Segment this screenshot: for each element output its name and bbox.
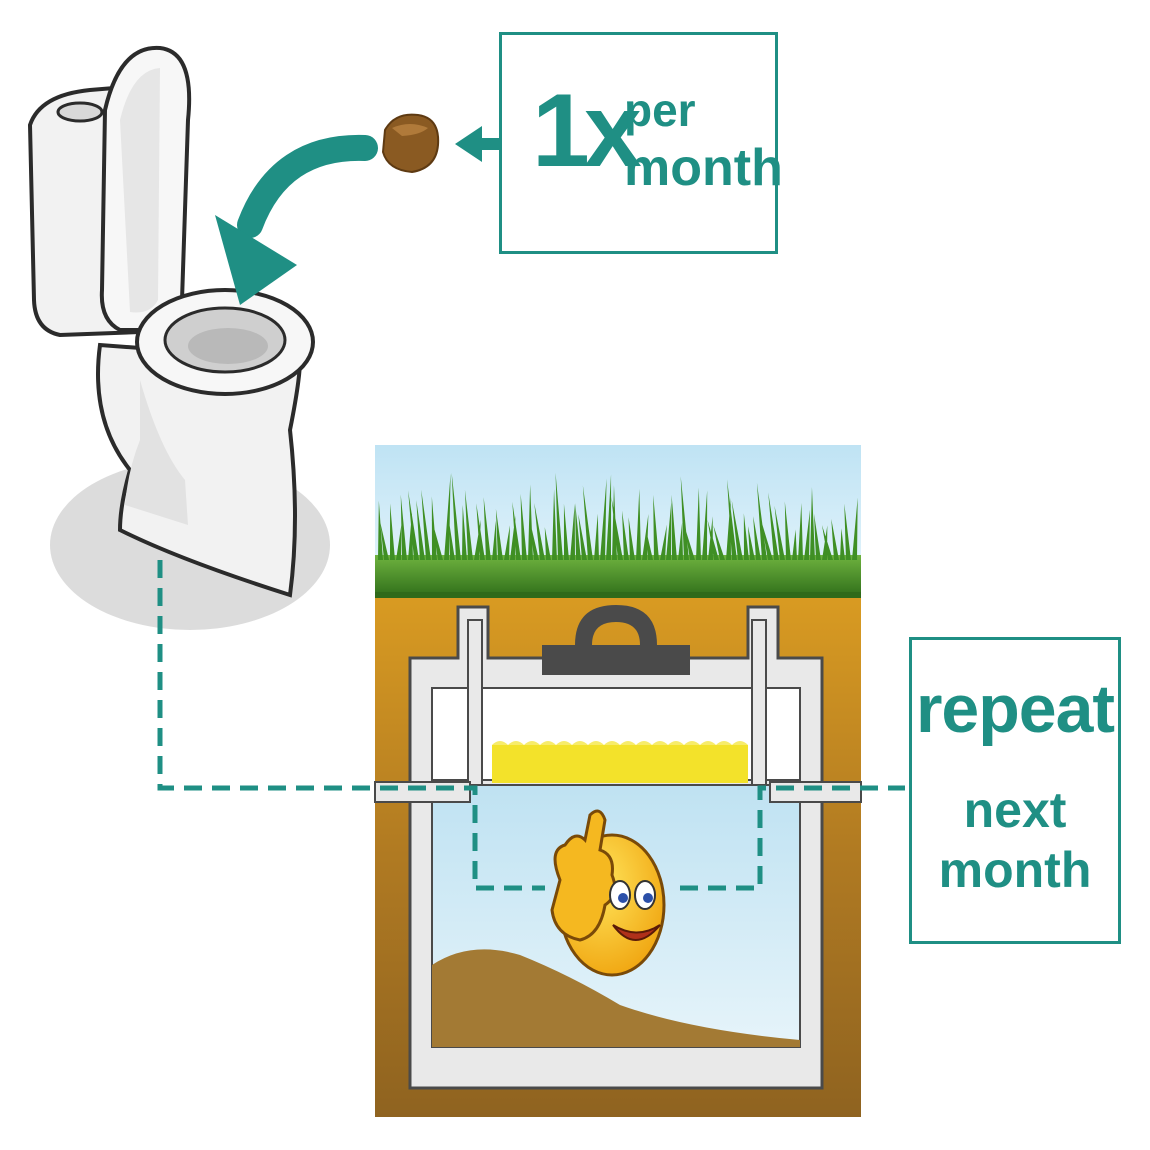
tablet-icon — [381, 113, 440, 174]
repeat-next-label: next — [963, 782, 1067, 838]
thumbs-up-smiley-icon — [550, 809, 666, 977]
flow-path — [157, 560, 905, 891]
small-arrow-icon — [455, 126, 500, 162]
dose-per-label: per — [624, 84, 696, 136]
dose-frequency-box: 1x per month — [499, 32, 783, 254]
ground-cutaway — [374, 445, 862, 1117]
dose-unit-label: month — [624, 139, 783, 197]
dose-count: 1x — [532, 73, 642, 189]
grass — [375, 472, 861, 598]
curved-arrow-icon — [215, 134, 378, 305]
toilet-icon — [27, 45, 330, 630]
repeat-box: repeat next month — [909, 637, 1121, 944]
repeat-month-label: month — [938, 842, 1092, 898]
repeat-label: repeat — [915, 671, 1115, 747]
